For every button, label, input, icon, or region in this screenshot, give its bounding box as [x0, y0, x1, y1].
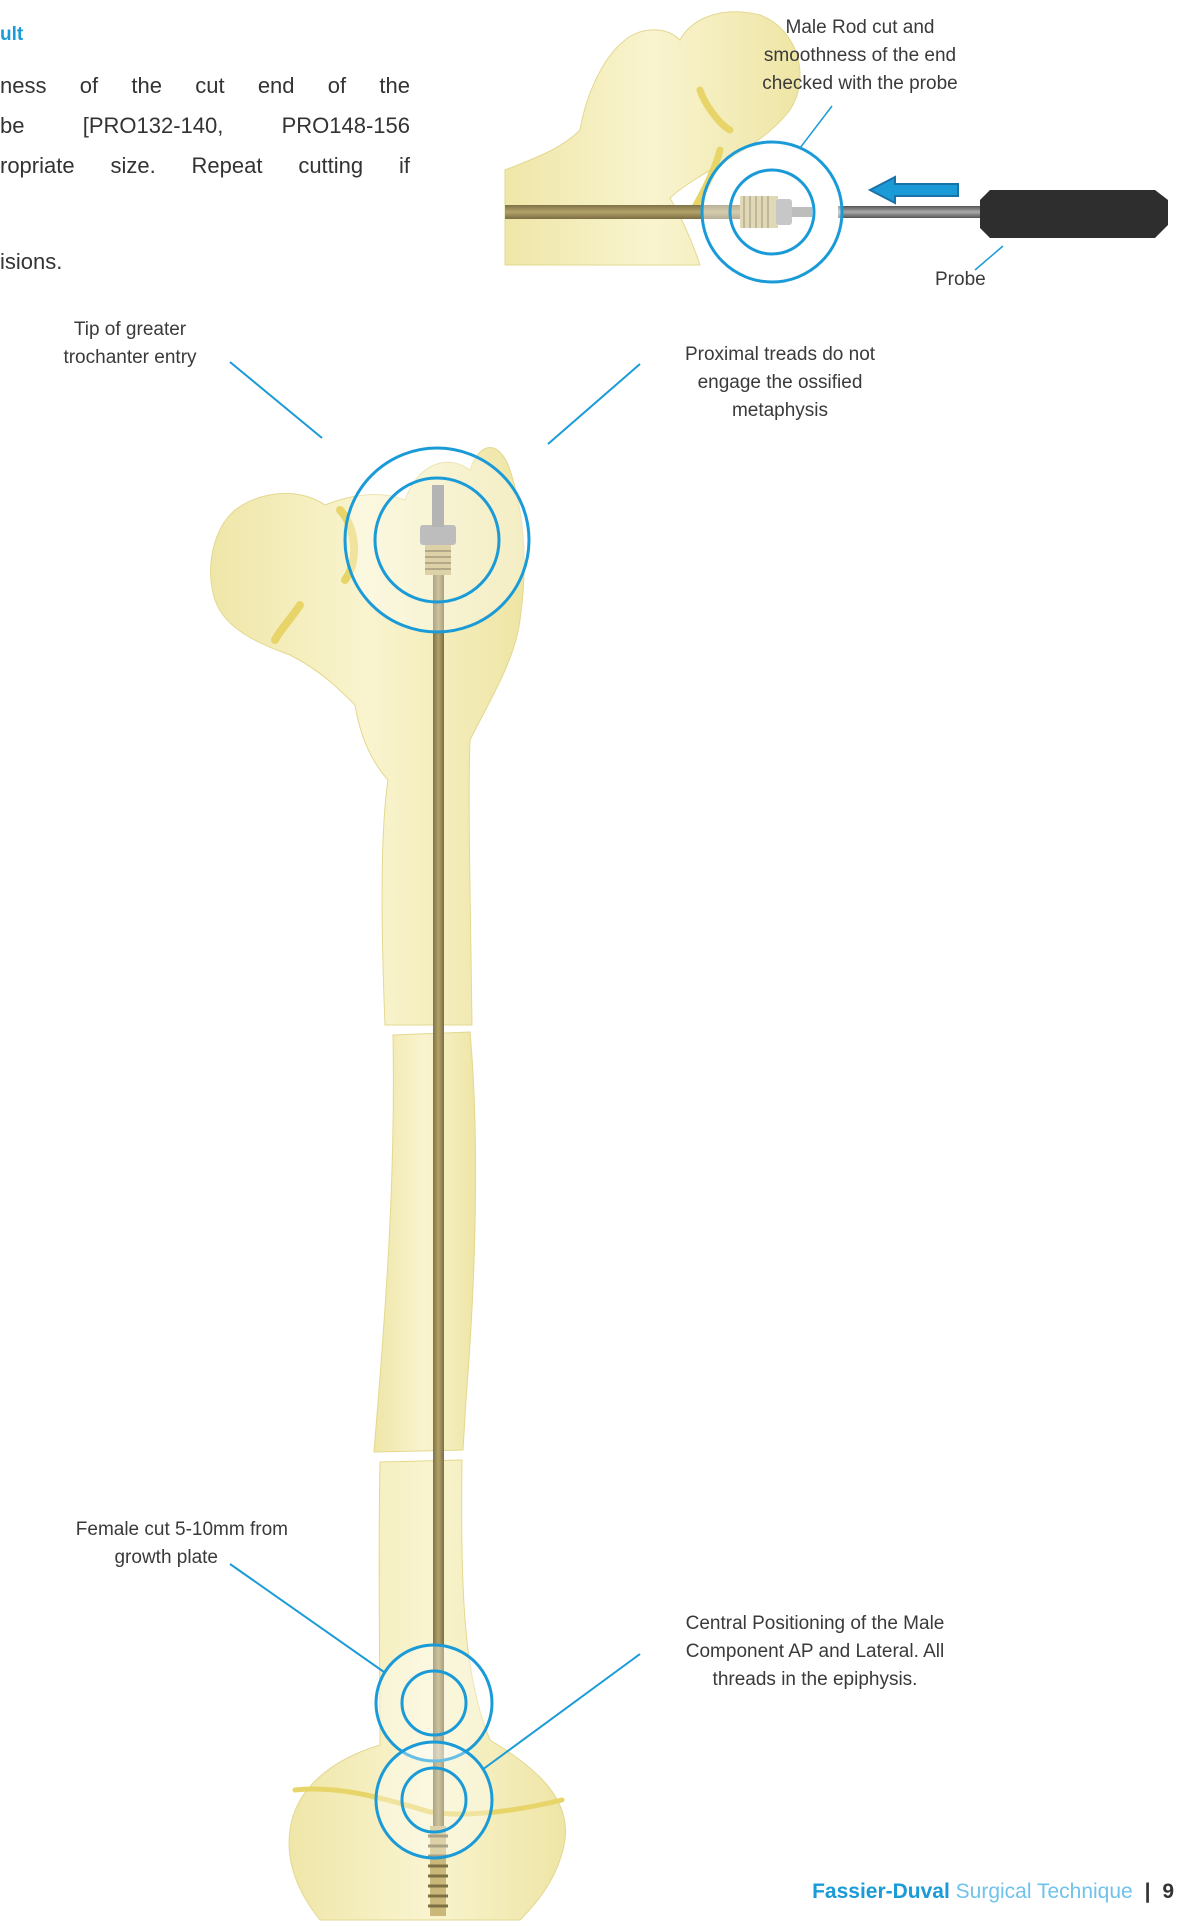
footer-brand: Fassier-Duval — [812, 1880, 950, 1903]
probe-handle — [980, 190, 1168, 238]
callout-male-rod: Male Rod cut and smoothness of the end c… — [730, 18, 990, 94]
distal-magnifier-lower — [376, 1742, 492, 1858]
male-rod-leader — [800, 106, 832, 148]
page-number: 9 — [1162, 1880, 1174, 1903]
callout-female-cut: Female cut 5-10mm from growth plate — [0, 1520, 288, 1568]
body-text-line-2: be [PRO132-140, PRO148-156 — [0, 112, 410, 140]
mid-femur — [374, 1032, 476, 1452]
body-text-line-4: isions. — [0, 248, 62, 276]
central-positioning-leader — [482, 1654, 640, 1770]
callout-proximal-treads: Proximal treads do not engage the ossifi… — [640, 345, 920, 421]
proximal-magnifier-outer — [345, 448, 529, 632]
proximal-magnifier — [345, 448, 529, 632]
page-footer: Fassier-Duval Surgical Technique | 9 — [812, 1880, 1174, 1904]
intramedullary-rod — [433, 570, 444, 1830]
tip-trochanter-leader — [230, 362, 322, 438]
female-cut-leader — [230, 1564, 384, 1672]
callout-probe: Probe — [935, 270, 986, 290]
footer-separator: | — [1145, 1880, 1151, 1903]
footer-subtitle: Surgical Technique — [956, 1880, 1133, 1903]
body-text-line-1: ness of the cut end of the — [0, 72, 410, 100]
callout-central-positioning: Central Positioning of the Male Componen… — [640, 1614, 990, 1690]
section-heading: ult — [0, 24, 23, 46]
push-arrow-icon — [870, 177, 958, 203]
proximal-treads-leader — [548, 364, 640, 444]
inset-magnifier-outer — [702, 142, 842, 282]
callout-tip-trochanter: Tip of greater trochanter entry — [30, 320, 230, 368]
probe-leader — [975, 246, 1003, 270]
body-text-line-3: ropriate size. Repeat cutting if — [0, 152, 410, 180]
